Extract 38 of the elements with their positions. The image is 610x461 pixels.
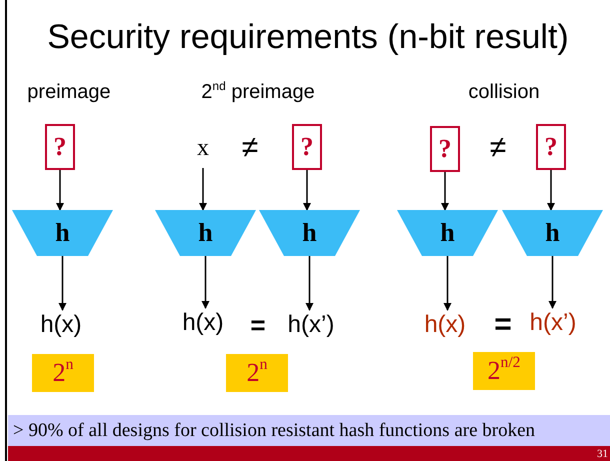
arrow <box>56 170 64 211</box>
arrow <box>547 170 555 211</box>
slide-title: Security requirements (n-bit result) <box>46 18 570 57</box>
section-heading: 2$^{nd}$ preimage <box>200 78 316 104</box>
complexity-box: 2$^{n}$ <box>226 354 288 392</box>
hash-function-trapezoid: h <box>155 210 256 256</box>
arrow <box>202 256 210 309</box>
section-heading: collision <box>467 80 541 104</box>
hash-output-text: h(x) <box>415 310 475 340</box>
arrow <box>548 256 556 309</box>
input-text: x <box>190 128 216 168</box>
question-box: ? <box>292 124 322 170</box>
arrow <box>303 170 311 211</box>
arrow <box>199 168 207 211</box>
arrow <box>306 256 314 311</box>
not-equal-sign: ≠ <box>488 130 508 166</box>
arrow <box>58 256 66 311</box>
hash-output-text: h(x) <box>173 308 233 338</box>
section-heading: preimage <box>26 80 112 104</box>
equals-sign: = <box>249 308 267 342</box>
hash-function-trapezoid: h <box>397 210 498 256</box>
question-box: ? <box>45 124 75 170</box>
question-box: ? <box>430 126 460 172</box>
equals-sign: = <box>493 308 513 342</box>
hash-output-text: h(x’) <box>519 308 587 338</box>
hash-function-trapezoid: h <box>12 210 113 256</box>
hash-function-trapezoid: h <box>259 210 360 256</box>
question-box: ? <box>536 124 566 170</box>
complexity-box: 2$^{n/2}$ <box>473 352 535 390</box>
hash-output-text: h(x’) <box>278 310 344 340</box>
note-band: > 90% of all designs for collision resistant hash functions are broken <box>8 415 610 446</box>
not-equal-sign: ≠ <box>240 130 260 166</box>
arrow <box>441 172 449 211</box>
complexity-box: 2$^{n}$ <box>32 354 94 392</box>
hash-function-trapezoid: h <box>502 210 603 256</box>
hash-output-text: h(x) <box>31 310 91 340</box>
footer-bar: 31 <box>8 446 610 461</box>
arrow <box>444 256 452 311</box>
